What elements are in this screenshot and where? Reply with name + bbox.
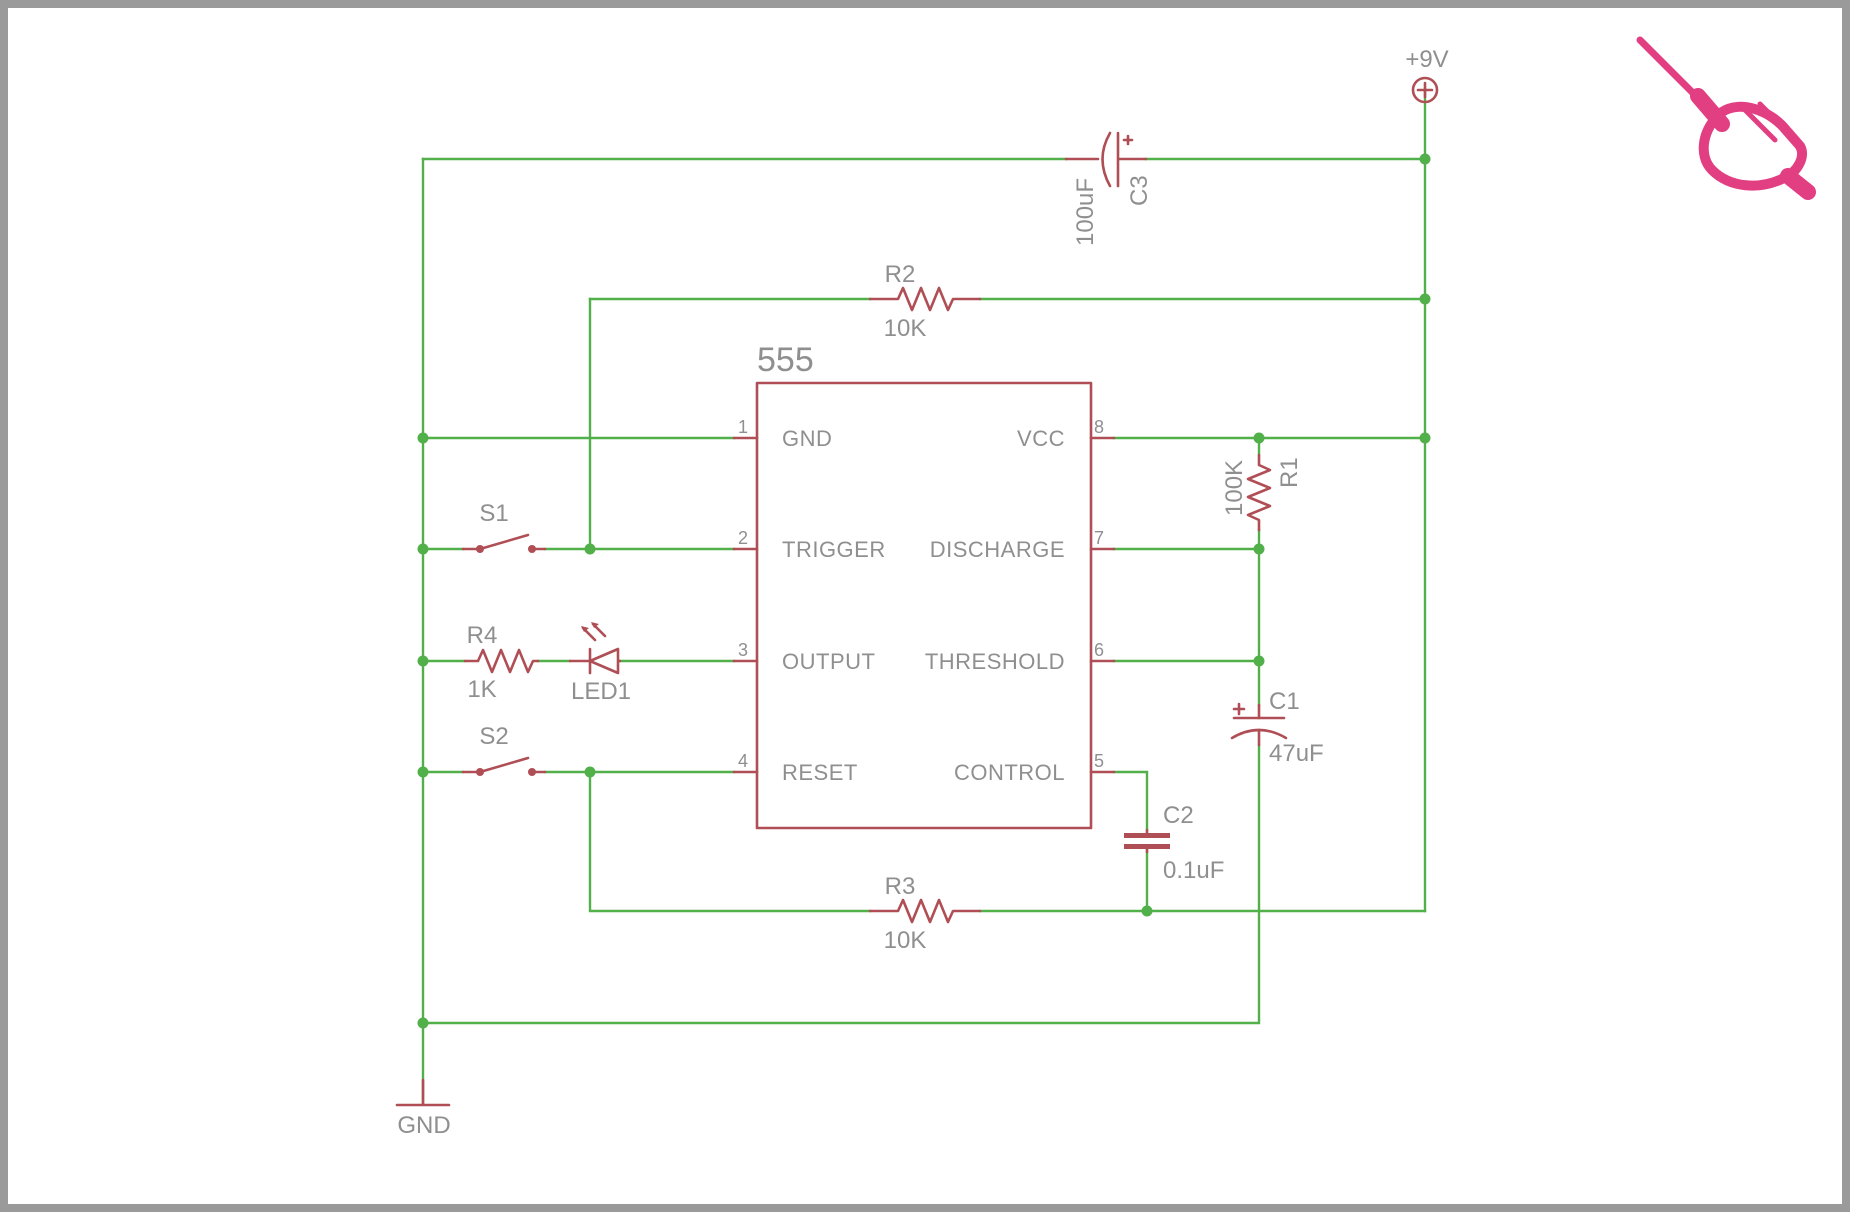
pin-label-trigger: TRIGGER	[782, 537, 886, 562]
pin-label-control: CONTROL	[954, 760, 1065, 785]
pin-number: 8	[1094, 417, 1104, 437]
pin-label-threshold: THRESHOLD	[925, 649, 1065, 674]
wires	[421, 88, 1427, 1105]
s1-ref: S1	[479, 500, 508, 527]
screwdriver-hand-icon	[1636, 36, 1816, 200]
c2-ref: C2	[1163, 802, 1194, 829]
pin-label-gnd: GND	[782, 426, 832, 451]
switch-s1: S1	[461, 500, 547, 553]
switch-s2: S2	[461, 723, 547, 776]
resistor-r2: R2 10K	[868, 261, 982, 342]
pin-number: 1	[738, 417, 748, 437]
r1-value: 100K	[1221, 460, 1248, 516]
junctions	[417, 153, 1431, 1029]
pin-label-output: OUTPUT	[782, 649, 875, 674]
r1-ref: R1	[1276, 457, 1303, 488]
r3-ref: R3	[885, 873, 916, 900]
pin-number: 2	[738, 528, 748, 548]
supply-9v: +9V	[1405, 46, 1449, 104]
resistor-r3: R3 10K	[868, 873, 982, 954]
led-led1: LED1	[568, 622, 631, 705]
pin-label-reset: RESET	[782, 760, 858, 785]
ground-label: GND	[397, 1112, 450, 1139]
r2-ref: R2	[885, 261, 916, 288]
r4-ref: R4	[467, 622, 498, 649]
supply-label: +9V	[1405, 46, 1448, 73]
pin-label-vcc: VCC	[1017, 426, 1065, 451]
pin-number: 3	[738, 640, 748, 660]
pin-number: 7	[1094, 528, 1104, 548]
c1-value: 47uF	[1269, 740, 1324, 767]
r2-value: 10K	[884, 315, 927, 342]
s2-ref: S2	[479, 723, 508, 750]
c3-value: 100uF	[1072, 178, 1099, 246]
r4-value: 1K	[467, 676, 496, 703]
capacitor-c1: C1 47uF	[1230, 688, 1324, 767]
capacitor-c2: C2 0.1uF	[1124, 802, 1224, 884]
resistor-r1: 100K R1	[1221, 453, 1303, 532]
r3-value: 10K	[884, 927, 927, 954]
c2-value: 0.1uF	[1163, 857, 1224, 884]
capacitor-c3: 100uF C3	[1064, 131, 1153, 246]
c1-ref: C1	[1269, 688, 1300, 715]
led1-ref: LED1	[571, 678, 631, 705]
resistor-r4: R4 1K	[463, 622, 540, 703]
c3-ref: C3	[1126, 175, 1153, 206]
pin-number: 6	[1094, 640, 1104, 660]
ic-555: 555 1 GND 2 TRIGGER 3 OUTPUT 4 RESET 8 V…	[732, 341, 1116, 830]
pin-number: 5	[1094, 751, 1104, 771]
pin-label-discharge: DISCHARGE	[930, 537, 1065, 562]
ground-symbol: GND	[395, 1078, 451, 1139]
pin-number: 4	[738, 751, 748, 771]
ic-name: 555	[757, 341, 814, 379]
